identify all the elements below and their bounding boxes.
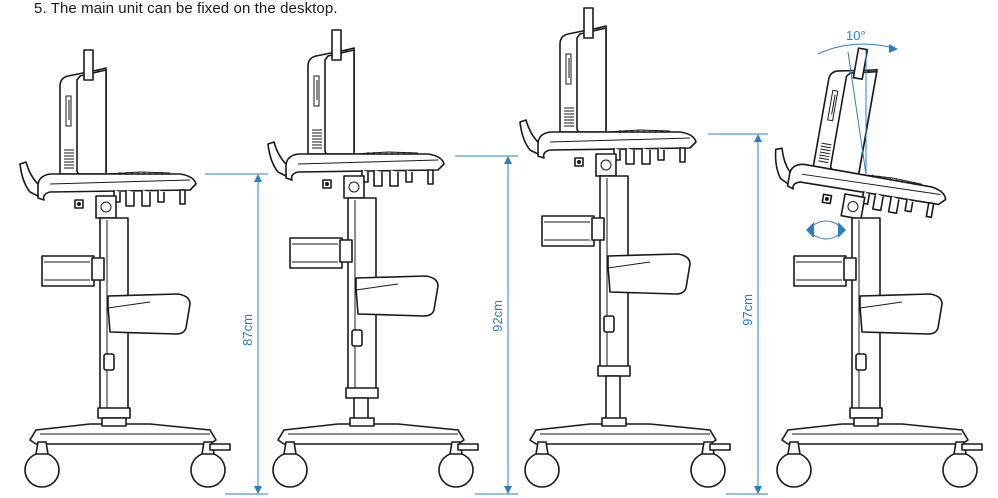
cart-middle <box>267 29 479 488</box>
dimension-92cm: 92cm <box>455 155 518 495</box>
cart-tilted <box>765 36 983 488</box>
cart-lowest <box>19 49 231 488</box>
height-label-97: 97cm <box>740 294 755 326</box>
swivel-arrow-icon <box>806 220 846 240</box>
dimension-97cm: 97cm <box>708 133 768 495</box>
instruction-caption: 5. The main unit can be fixed on the des… <box>34 0 338 17</box>
dimension-87cm: 87cm <box>205 173 268 495</box>
height-label-92: 92cm <box>490 300 505 332</box>
cart-highest <box>519 7 731 488</box>
tilt-angle-indicator: 10° <box>817 28 898 175</box>
tilt-angle-label: 10° <box>846 28 866 43</box>
height-label-87: 87cm <box>240 314 255 346</box>
